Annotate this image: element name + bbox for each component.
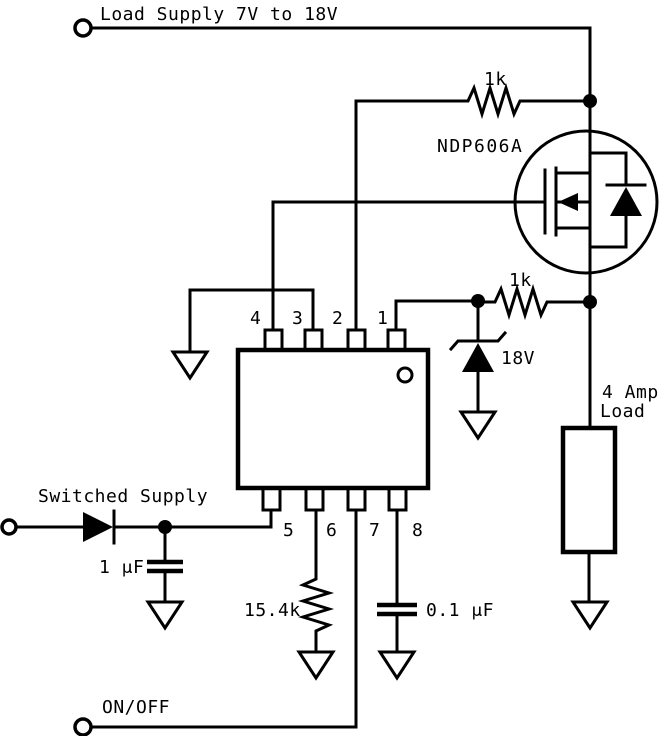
wire-top-1k-branch xyxy=(354,82,592,337)
wire-pin6-15k4 xyxy=(297,506,335,654)
label-load-line2: Load xyxy=(600,401,645,422)
label-resistor-top: 1k xyxy=(484,69,507,90)
wire-pin3-to-ground xyxy=(188,288,315,354)
cap-0_1uf xyxy=(377,602,417,617)
switched-supply-terminal xyxy=(0,518,18,536)
junction-dot-source xyxy=(583,295,597,309)
label-pin7: 7 xyxy=(369,520,380,541)
ic-package xyxy=(235,328,431,512)
ground-load xyxy=(570,600,610,631)
label-pin8: 8 xyxy=(412,520,423,541)
label-load-supply: Load Supply 7V to 18V xyxy=(100,4,338,25)
wire-pin1-to-junction xyxy=(394,299,480,337)
label-cap-filter: 0.1 μF xyxy=(426,600,494,621)
ground-15k4 xyxy=(296,650,336,681)
label-pin6: 6 xyxy=(326,520,337,541)
ic-pin1-indicator-dot xyxy=(396,366,414,384)
label-switched-supply: Switched Supply xyxy=(38,486,208,507)
label-load-line1: 4 Amp xyxy=(602,382,659,403)
label-mosfet-part: NDP606A xyxy=(437,136,523,157)
load-box xyxy=(560,425,618,555)
input-diode xyxy=(83,509,116,545)
label-pin4: 4 xyxy=(250,308,261,329)
junction-dot-drain xyxy=(583,94,597,108)
label-pin1: 1 xyxy=(377,308,388,329)
load-supply-terminal xyxy=(73,18,93,38)
ground-pin3 xyxy=(170,350,210,381)
zener-diode-18v xyxy=(448,330,508,372)
label-cap-input: 1 μF xyxy=(99,557,144,578)
mosfet-arrow xyxy=(558,193,578,211)
ground-cap2 xyxy=(377,650,417,681)
body-diode-triangle xyxy=(610,187,642,216)
on-off-terminal xyxy=(73,717,93,736)
wire-mid-1k xyxy=(476,283,592,321)
wire-switched-supply xyxy=(14,508,273,529)
mosfet-ndp606a xyxy=(513,129,659,275)
body-diode-loop xyxy=(588,151,628,249)
labels: Load Supply 7V to 18V 1k NDP606A 1k 18V … xyxy=(38,4,659,718)
ground-zener xyxy=(458,410,498,441)
wire-load-supply-rail xyxy=(89,26,592,304)
mosfet-body-diode xyxy=(588,151,647,249)
wire-pin7-onoff xyxy=(90,506,358,729)
junction-dot-zener xyxy=(471,294,485,308)
junction-dot-cap1 xyxy=(158,520,172,534)
label-zener-voltage: 18V xyxy=(501,348,535,369)
diode-anode-triangle xyxy=(83,512,113,542)
label-resistor-bottom: 15.4k xyxy=(244,600,301,621)
ground-cap1 xyxy=(145,600,185,631)
mosfet-body-circle xyxy=(513,129,659,275)
zener-cathode-bar xyxy=(448,330,508,352)
zener-anode-triangle xyxy=(462,343,494,372)
cap-1uf xyxy=(147,559,183,574)
label-pin5: 5 xyxy=(283,520,294,541)
label-pin2: 2 xyxy=(332,308,343,329)
ic-body xyxy=(235,347,431,491)
label-pin3: 3 xyxy=(292,308,303,329)
label-resistor-mid: 1k xyxy=(509,270,532,291)
label-on-off: ON/OFF xyxy=(102,697,170,718)
